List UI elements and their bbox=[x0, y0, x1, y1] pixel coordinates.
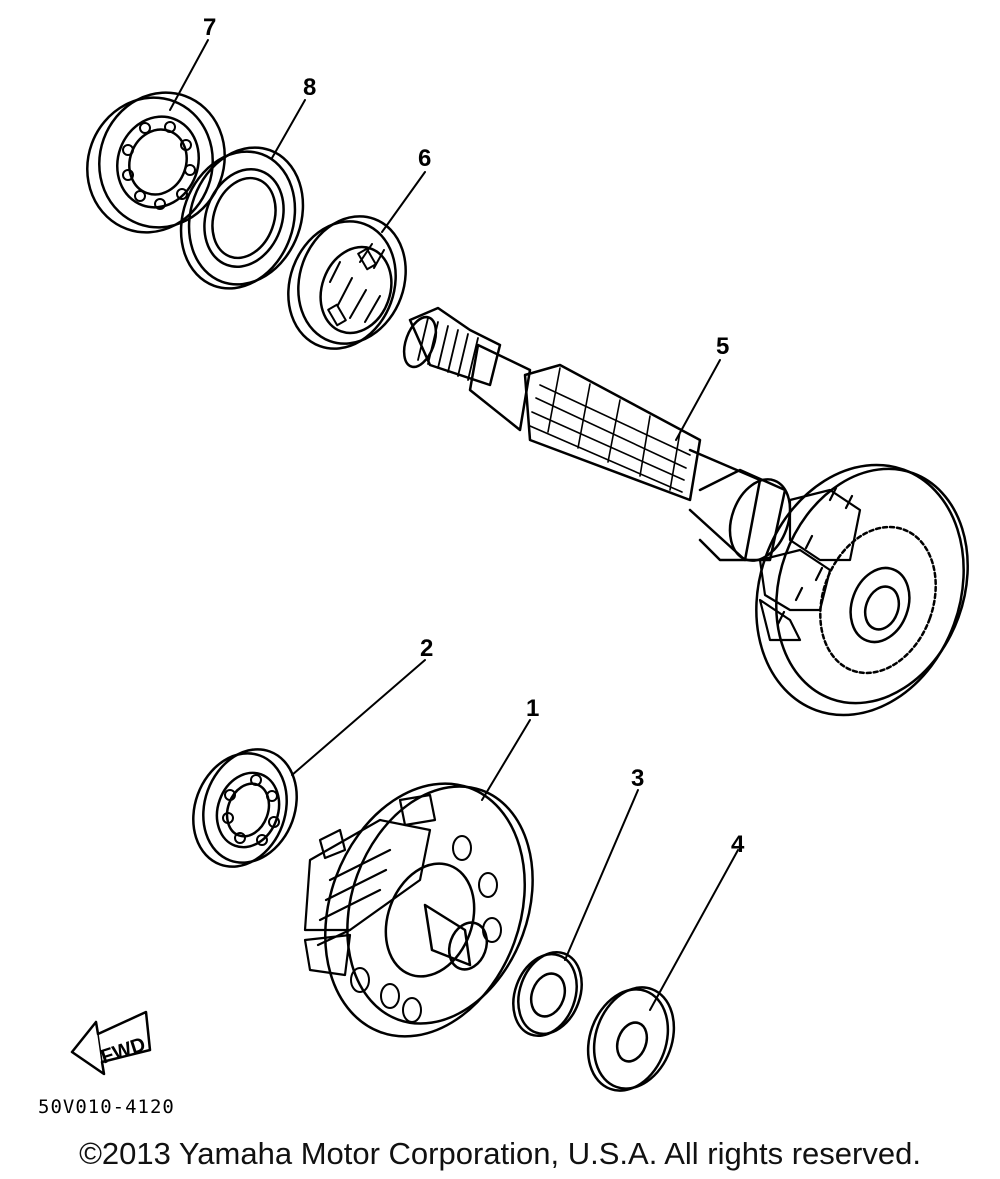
part-1-gear bbox=[303, 782, 534, 1038]
copyright-notice: ©2013 Yamaha Motor Corporation, U.S.A. A… bbox=[79, 1136, 921, 1171]
leader-lines bbox=[169, 39, 739, 1011]
callout-1: 1 bbox=[526, 695, 539, 722]
fwd-arrow-icon: FWD bbox=[70, 1010, 152, 1076]
callout-6: 6 bbox=[418, 145, 431, 172]
part-2-bearing bbox=[192, 748, 298, 868]
callout-3: 3 bbox=[631, 765, 644, 792]
part-4-washer bbox=[586, 986, 676, 1092]
callout-8: 8 bbox=[303, 74, 316, 101]
part-8-oil-seal bbox=[179, 146, 305, 290]
diagram-part-code: 50V010-4120 bbox=[38, 1096, 175, 1118]
fwd-label: FWD bbox=[98, 1034, 148, 1069]
part-5-shaft bbox=[402, 306, 969, 717]
callout-2: 2 bbox=[420, 635, 433, 662]
part-3-washer bbox=[512, 950, 583, 1038]
callout-5: 5 bbox=[716, 333, 729, 360]
exploded-parts-diagram: 7 8 6 5 2 1 3 4 FWD bbox=[70, 14, 969, 1092]
part-7-bearing bbox=[86, 91, 226, 234]
callout-7: 7 bbox=[203, 14, 216, 41]
callout-4: 4 bbox=[731, 831, 745, 858]
part-6-needle-bearing bbox=[287, 215, 407, 350]
